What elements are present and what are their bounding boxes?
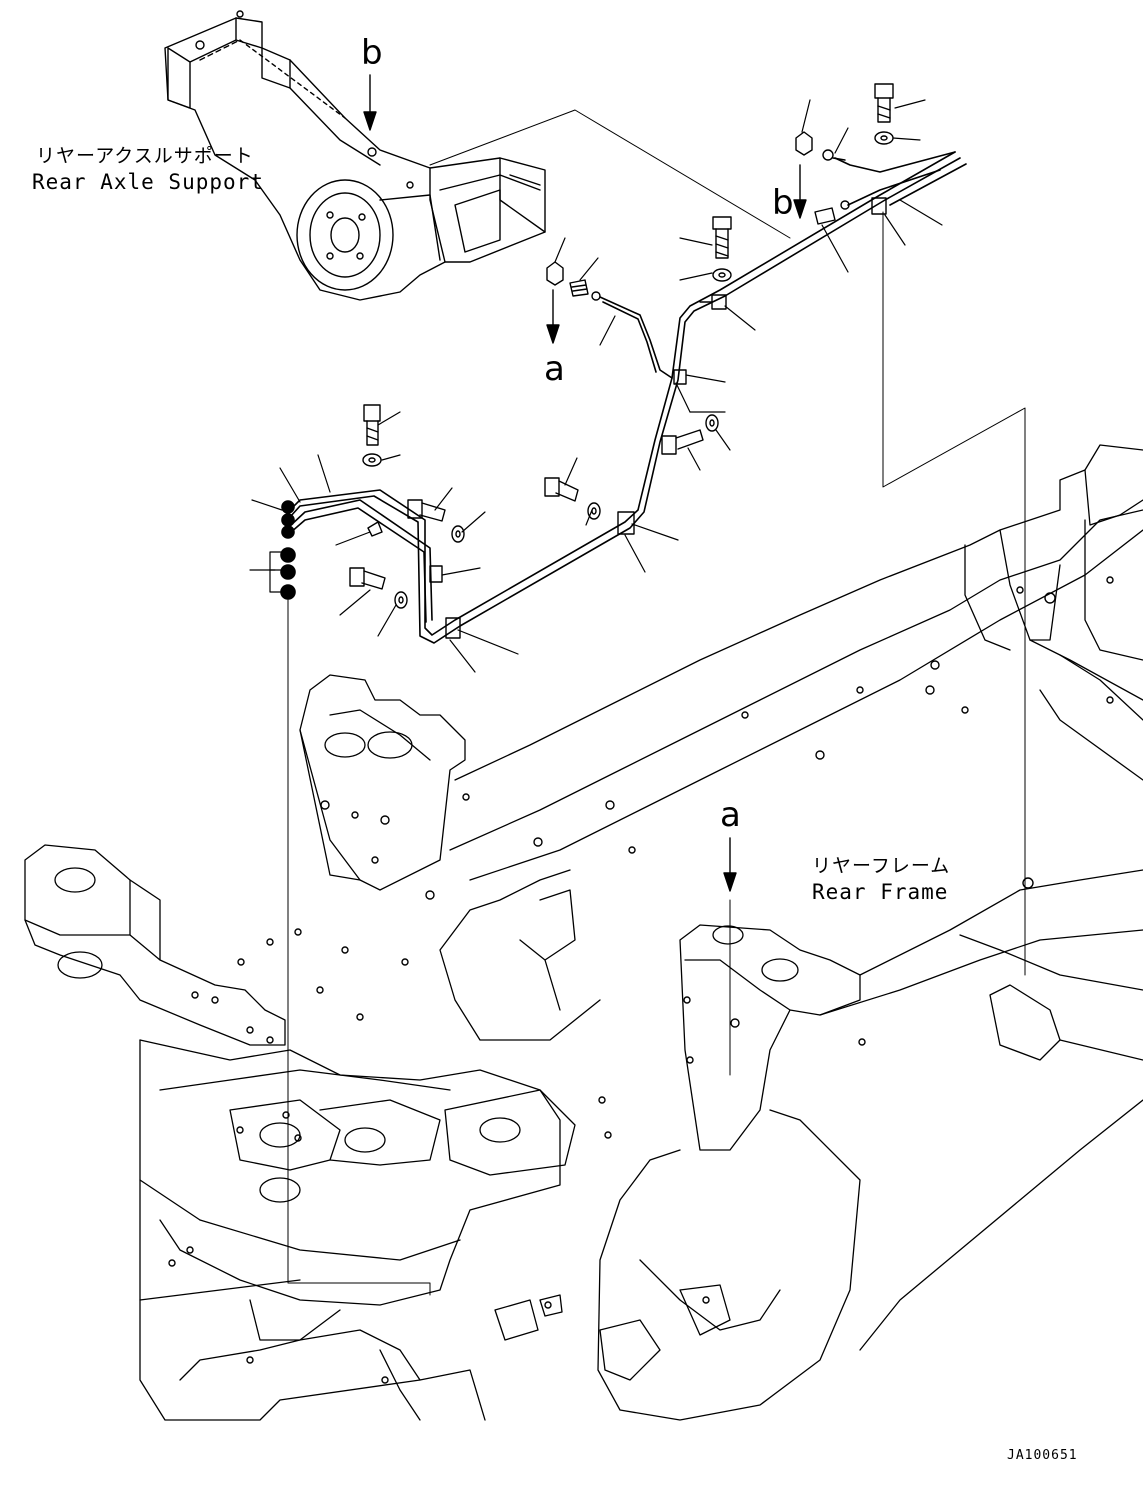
arrow-b-top: [363, 74, 377, 131]
callout-b-top: b: [361, 33, 383, 73]
reference-leader-line: [429, 109, 791, 239]
arrow-a-mid: [546, 289, 560, 344]
rear-frame-label-jp: リヤーフレーム: [812, 855, 951, 877]
rear-frame-label-en: Rear Frame: [812, 880, 949, 904]
rear-axle-support-label-en: Rear Axle Support: [32, 170, 264, 194]
part-leader-lines: [249, 99, 943, 673]
callout-a-lower: a: [720, 795, 741, 835]
callout-b-mid: b: [772, 183, 794, 223]
piping-assembly: [280, 151, 967, 644]
bolts-and-washers: [349, 83, 894, 609]
reference-drop-lines: [287, 211, 1026, 1296]
callout-a-mid: a: [544, 349, 565, 389]
document-id: JA100651: [1007, 1448, 1078, 1463]
rear-frame-part: [24, 444, 1143, 1421]
frame-bolt-holes: [168, 576, 1114, 1384]
arrow-b-mid: [793, 164, 807, 219]
arrow-a-lower: [723, 837, 737, 892]
pipe-clamps: [429, 197, 887, 639]
rear-axle-support-part: [164, 10, 546, 301]
rear-axle-support-label-jp: リヤーアクスルサポート: [36, 145, 254, 167]
